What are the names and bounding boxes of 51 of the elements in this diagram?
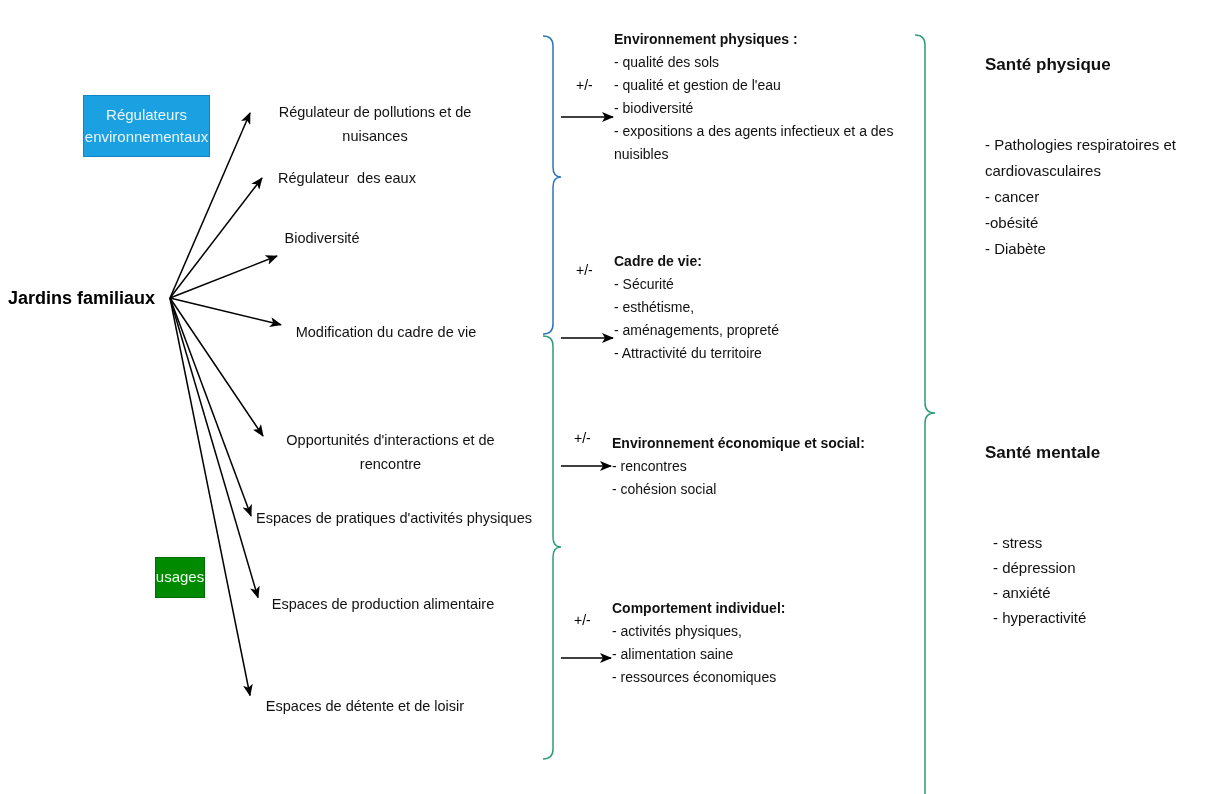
- arrow: [169, 297, 264, 437]
- block-heading: Environnement physiques :: [614, 30, 799, 49]
- block-heading: Comportement individuel:: [612, 599, 787, 618]
- list-item: - esthétisme,: [614, 298, 696, 317]
- arrow: [169, 297, 260, 599]
- list-item: - Pathologies respiratoires et cardiovasculaires: [985, 135, 1177, 181]
- block-heading: Santé mentale: [985, 442, 1102, 464]
- effect-label: Espaces de détente et de loisir: [250, 694, 480, 724]
- arrow: [169, 297, 282, 328]
- list-item: - qualité des sols: [614, 53, 721, 72]
- list-item: - stress: [992, 533, 1044, 553]
- list-item: - cohésion social: [612, 480, 718, 499]
- category-box: usages: [155, 557, 205, 598]
- arrow: [560, 112, 614, 122]
- list-item: - biodiversité: [614, 99, 695, 118]
- effect-label: Biodiversité: [277, 226, 367, 256]
- block-heading: Cadre de vie:: [614, 252, 703, 271]
- root-label: Jardins familiaux: [8, 284, 170, 312]
- arrow: [169, 255, 278, 299]
- effect-label: Opportunités d'interactions et de rencontre: [263, 428, 518, 478]
- block-heading: Environnement économique et social:: [612, 434, 866, 453]
- list-item: - Attractivité du territoire: [614, 344, 763, 363]
- list-item: - expositions a des agents infectieux et a des nuisibles: [614, 122, 895, 164]
- list-item: - Diabète: [985, 239, 1047, 259]
- effect-label: Modification du cadre de vie: [281, 320, 491, 352]
- list-item: - rencontres: [612, 457, 688, 476]
- list-item: - anxiété: [992, 583, 1052, 603]
- effect-label: Régulateur des eaux: [262, 166, 432, 190]
- list-item: - Sécurité: [614, 275, 675, 294]
- list-item: - aménagements, propreté: [614, 321, 780, 340]
- list-item: - dépression: [992, 558, 1077, 578]
- list-item: - alimentation saine: [612, 645, 735, 664]
- list-item: - qualité et gestion de l'eau: [614, 76, 782, 95]
- list-item: -obésité: [985, 213, 1040, 233]
- arrow: [560, 653, 612, 663]
- curly-brace: [543, 35, 561, 335]
- arrow: [169, 112, 251, 299]
- list-item: - cancer: [985, 187, 1041, 207]
- arrow: [560, 461, 612, 471]
- curly-brace: [543, 335, 561, 760]
- list-item: - hyperactivité: [992, 608, 1088, 628]
- effect-label: Espaces de pratiques d'activités physiques: [251, 506, 537, 536]
- arrow: [169, 177, 263, 299]
- category-box: Régulateurs environnementaux: [83, 95, 210, 157]
- effect-label: Régulateur de pollutions et de nuisances: [250, 100, 500, 150]
- block-heading: Santé physique: [985, 54, 1112, 76]
- list-item: - ressources économiques: [612, 668, 778, 687]
- arrow: [560, 333, 614, 343]
- list-item: - activités physiques,: [612, 622, 743, 641]
- effect-label: Espaces de production alimentaire: [258, 592, 508, 620]
- arrow: [169, 297, 253, 697]
